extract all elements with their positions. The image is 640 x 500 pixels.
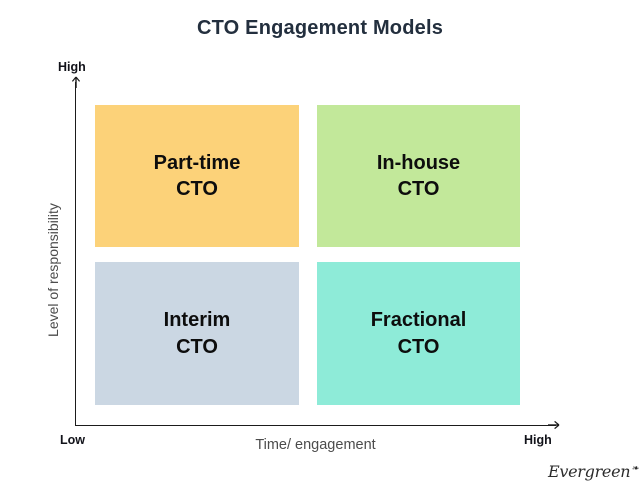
brand-logo: Evergreen❧ bbox=[548, 462, 639, 481]
page-title: CTO Engagement Models bbox=[196, 17, 444, 39]
quadrant-label-line1: Part-time bbox=[153, 151, 241, 174]
x-axis-title: Time/ engagement bbox=[255, 437, 376, 453]
quadrant-fractional-cto[interactable]: Fractional CTO bbox=[317, 262, 520, 405]
quadrant-in-house-cto[interactable]: In-house CTO bbox=[317, 105, 520, 247]
x-axis-high-label: High bbox=[524, 433, 552, 447]
quadrant-part-time-cto[interactable]: Part-time CTO bbox=[95, 105, 299, 247]
y-axis-title: Level of responsibility bbox=[45, 203, 61, 337]
brand-logo-mark-icon: ❧ bbox=[631, 463, 639, 474]
quadrant-label-line1: In-house bbox=[376, 151, 461, 174]
y-axis-arrow-icon bbox=[71, 76, 81, 88]
quadrant-label-line2: CTO bbox=[397, 178, 440, 200]
x-axis-line bbox=[75, 424, 556, 426]
quadrant-interim-cto[interactable]: Interim CTO bbox=[95, 262, 299, 405]
x-axis-low-label: Low bbox=[60, 433, 85, 447]
quadrant-label-line1: Interim bbox=[163, 309, 231, 332]
y-axis-high-label: High bbox=[58, 60, 86, 74]
quadrant-label: Interim CTO bbox=[164, 307, 231, 360]
brand-logo-text: Evergreen bbox=[548, 462, 631, 481]
quadrant-label-line2: CTO bbox=[176, 335, 218, 358]
quadrant-label-line1: Fractional bbox=[370, 309, 467, 332]
quadrant-label: Fractional CTO bbox=[371, 307, 467, 360]
x-axis-arrow-icon bbox=[548, 420, 560, 430]
quadrant-label: In-house CTO bbox=[377, 150, 460, 203]
quadrant-label: Part-time CTO bbox=[154, 150, 241, 203]
quadrant-label-line2: CTO bbox=[397, 335, 440, 358]
y-axis-line bbox=[75, 82, 77, 426]
quadrant-label-line2: CTO bbox=[176, 178, 218, 200]
